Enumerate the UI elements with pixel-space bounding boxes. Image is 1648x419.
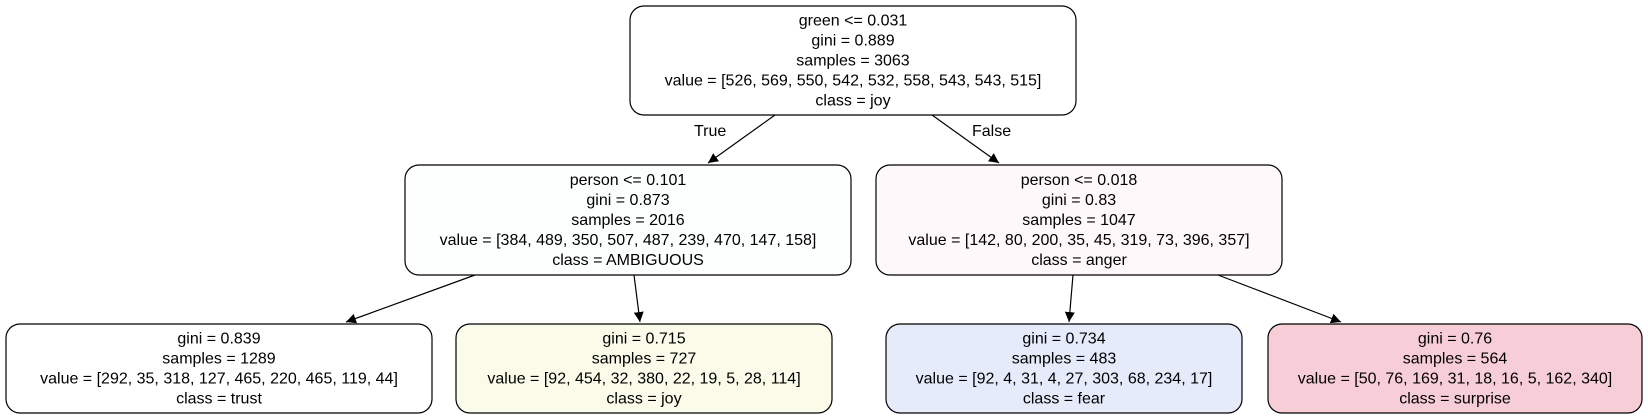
node-box-right-left xyxy=(885,323,1243,414)
node-line: class = AMBIGUOUS xyxy=(552,252,704,269)
node-line: value = [142, 80, 200, 35, 45, 319, 73, … xyxy=(908,232,1249,249)
node-box-left-left xyxy=(5,323,433,414)
node-line: samples = 1047 xyxy=(1022,212,1136,229)
node-line: gini = 0.889 xyxy=(811,33,894,50)
node-line: person <= 0.018 xyxy=(1021,172,1138,189)
node-line: gini = 0.83 xyxy=(1042,192,1116,209)
node-box-right-right xyxy=(1267,323,1643,414)
edge-right-to-right-right xyxy=(1217,274,1342,324)
tree-node-right-right: gini = 0.76 samples = 564 value = [50, 76,… xyxy=(1267,323,1643,414)
node-line: class = trust xyxy=(176,391,262,408)
node-line: value = [92, 454, 32, 380, 22, 19, 5, 28… xyxy=(487,371,800,388)
node-line: gini = 0.873 xyxy=(586,192,669,209)
node-line: value = [292, 35, 318, 127, 465, 220, 46… xyxy=(40,371,398,388)
tree-node-right-left: gini = 0.734 samples = 483 value = [92, 4,… xyxy=(885,323,1243,414)
edge-right-to-right-left xyxy=(1064,274,1075,323)
node-line: class = anger xyxy=(1031,252,1127,269)
node-line: person <= 0.101 xyxy=(570,172,687,189)
edges-layer: True False xyxy=(345,114,1342,324)
tree-node-root: green <= 0.031 gini = 0.889 samples = 3063… xyxy=(629,5,1077,116)
node-line: samples = 2016 xyxy=(571,212,685,229)
node-line: value = [384, 489, 350, 507, 487, 239, 4… xyxy=(440,232,817,249)
node-line: value = [92, 4, 31, 4, 27, 303, 68, 234,… xyxy=(916,371,1213,388)
edge-left-to-left-right xyxy=(633,274,644,323)
tree-node-right: person <= 0.018 gini = 0.83 samples = 1047… xyxy=(875,164,1283,276)
node-line: value = [50, 76, 169, 31, 18, 16, 5, 162… xyxy=(1298,371,1612,388)
node-line: gini = 0.76 xyxy=(1418,331,1492,348)
node-line: samples = 3063 xyxy=(796,53,910,70)
node-line: value = [526, 569, 550, 542, 532, 558, 5… xyxy=(665,73,1042,90)
node-line: gini = 0.839 xyxy=(177,331,260,348)
edge-left-to-left-left xyxy=(345,274,476,324)
node-line: class = joy xyxy=(606,391,681,408)
nodes-layer: green <= 0.031 gini = 0.889 samples = 3063… xyxy=(5,5,1643,414)
node-line: green <= 0.031 xyxy=(799,13,908,30)
node-line: samples = 727 xyxy=(592,351,697,368)
tree-node-left-right: gini = 0.715 samples = 727 value = [92, 45… xyxy=(455,323,833,414)
node-line: gini = 0.734 xyxy=(1022,331,1105,348)
node-line: class = joy xyxy=(815,93,890,110)
edge-root-to-left xyxy=(707,114,776,164)
tree-node-left-left: gini = 0.839 samples = 1289 value = [292, … xyxy=(5,323,433,414)
node-line: samples = 1289 xyxy=(162,351,276,368)
node-box-right xyxy=(875,164,1283,276)
node-box-left-right xyxy=(455,323,833,414)
edge-root-to-right xyxy=(931,114,1000,164)
node-line: samples = 564 xyxy=(1403,351,1508,368)
node-box-left xyxy=(404,164,852,276)
node-box-root xyxy=(629,5,1077,116)
edge-label-true: True xyxy=(694,123,726,140)
tree-node-left: person <= 0.101 gini = 0.873 samples = 201… xyxy=(404,164,852,276)
node-line: class = fear xyxy=(1023,391,1106,408)
node-line: class = surprise xyxy=(1399,391,1511,408)
edge-label-false: False xyxy=(972,123,1011,140)
node-line: samples = 483 xyxy=(1012,351,1117,368)
node-line: gini = 0.715 xyxy=(602,331,685,348)
